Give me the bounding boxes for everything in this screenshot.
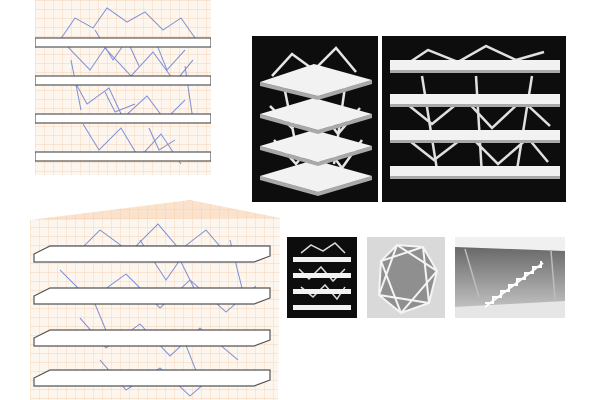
truss-members [377, 243, 439, 315]
elevation-svg [35, 0, 211, 175]
front-face-grid [30, 218, 280, 400]
elevation-drawing [35, 0, 211, 175]
model-photo-plan-svg [367, 237, 445, 318]
grid-lines [35, 0, 211, 175]
model-slabs [390, 60, 560, 176]
model-slabs [260, 64, 372, 192]
model-photo-interior-svg [455, 237, 565, 318]
model-photo-small-front-svg [287, 237, 357, 318]
model-photo-front [382, 36, 566, 202]
floor-slab [33, 369, 271, 387]
model-slab-edges [390, 70, 560, 179]
model-photo-perspective [252, 36, 378, 202]
axonometric-drawing [30, 200, 280, 400]
floor-slab [35, 37, 211, 48]
ceiling-slab [455, 237, 565, 251]
floor-plane [455, 301, 565, 318]
floor-slab [35, 151, 211, 162]
floor-slab [33, 329, 271, 347]
floor-slabs [35, 37, 211, 162]
model-photo-front-svg [382, 36, 566, 202]
floor-slab [35, 113, 211, 124]
model-photo-small-front [287, 237, 357, 318]
floor-slab [33, 287, 271, 305]
floor-slabs [33, 245, 271, 387]
floor-slab [35, 75, 211, 86]
model-slab-edges [260, 80, 372, 196]
truss-members [464, 248, 556, 300]
model-photo-plan [367, 237, 445, 318]
model-photo-interior [455, 237, 565, 318]
model-slabs [293, 257, 351, 310]
model-photo-perspective-svg [252, 36, 378, 202]
floor-slab [33, 245, 271, 263]
staircase [484, 261, 544, 308]
axonometric-svg [30, 200, 280, 400]
